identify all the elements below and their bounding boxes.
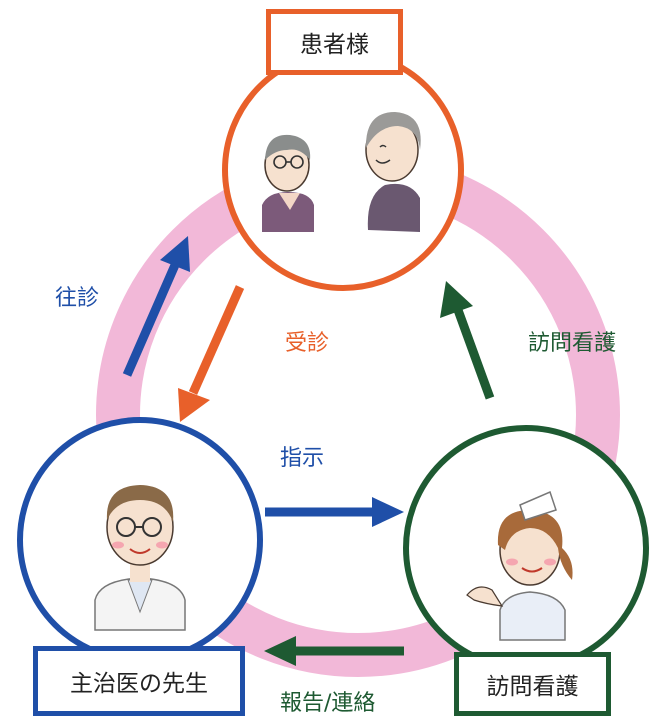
patient-label-box: 患者様 [266,9,403,75]
consultation-label: 受診 [285,331,330,356]
patient-node [222,49,464,291]
doctor-icon [94,485,186,631]
doctor-label: 主治医の先生 [70,671,208,697]
nursing-visit-label: 訪問看護 [528,331,617,356]
report-label: 報告/連絡 [280,691,376,716]
house-call-label: 往診 [55,286,100,311]
instruction-arrow [265,497,404,527]
elderly-couple-icon [262,112,421,232]
report-arrow [264,636,404,666]
patient-label: 患者様 [300,32,369,58]
instruction-label: 指示 [280,446,325,471]
nurse-label-box: 訪問看護 [454,652,611,716]
doctor-label-box: 主治医の先生 [33,646,245,716]
doctor-node [17,417,263,663]
nurse-node [403,425,649,671]
consultation-arrow [178,285,245,422]
nursing-visit-arrow [440,281,495,400]
nurse-label: 訪問看護 [486,674,579,700]
house-call-arrow [122,236,190,377]
nurse-icon [466,490,573,641]
